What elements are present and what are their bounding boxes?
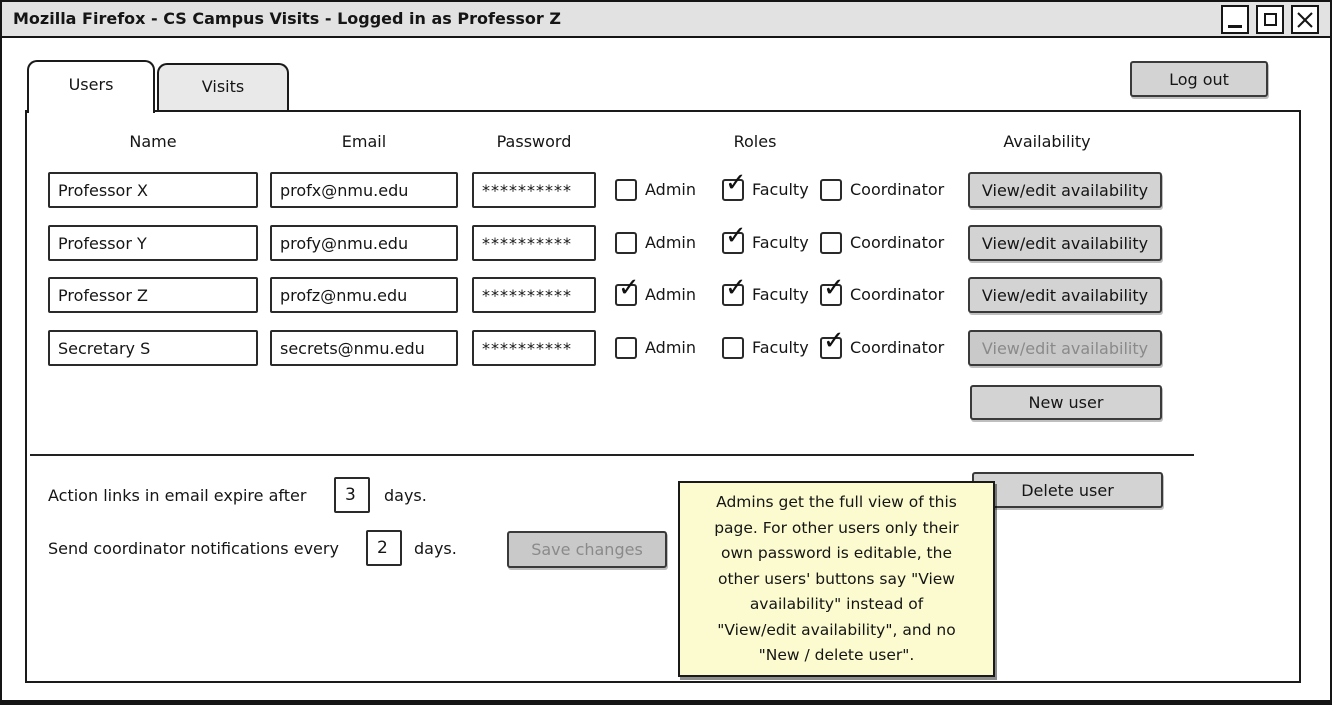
new-user-button[interactable]: New user	[970, 385, 1162, 420]
expire-setting-label: Action links in email expire after	[48, 486, 307, 505]
faculty-checkbox-label: Faculty	[752, 180, 809, 199]
checkmark-icon: ✓	[725, 273, 747, 303]
note-line: availability" instead of	[749, 595, 924, 613]
coordinator-checkbox-label: Coordinator	[850, 180, 945, 199]
notify-setting-suffix: days.	[414, 539, 457, 558]
password-input[interactable]	[472, 277, 596, 313]
expire-setting-suffix: days.	[384, 486, 427, 505]
view-edit-availability-button-disabled[interactable]: View/edit availability	[968, 330, 1162, 366]
annotation-sticky-note: Admins get the full view of this page. F…	[678, 481, 995, 677]
email-input[interactable]	[270, 172, 458, 208]
view-edit-availability-button[interactable]: View/edit availability	[968, 277, 1162, 313]
checkmark-icon: ✓	[725, 221, 747, 251]
note-line: Admins get the full view of this	[716, 493, 957, 511]
column-header-roles: Roles	[733, 132, 777, 151]
admin-checkbox[interactable]	[615, 337, 637, 359]
faculty-checkbox[interactable]	[722, 337, 744, 359]
note-line: "New / delete user".	[758, 646, 915, 664]
name-input[interactable]	[48, 225, 258, 261]
note-line: page. For other users only their	[714, 518, 959, 537]
faculty-checkbox[interactable]: ✓	[722, 275, 747, 306]
checkmark-icon: ✓	[823, 273, 845, 303]
admin-checkbox[interactable]: ✓	[615, 275, 640, 306]
user-row: ✓ Admin ✓ Faculty ✓ Coordinator View/edi…	[0, 275, 1332, 313]
notify-setting-label: Send coordinator notifications every	[48, 539, 339, 558]
name-input[interactable]	[48, 172, 258, 208]
coordinator-checkbox[interactable]: ✓	[820, 328, 845, 359]
notify-days-input[interactable]	[366, 530, 402, 566]
user-row: Admin Faculty ✓ Coordinator View/edit av…	[0, 328, 1332, 366]
save-changes-button[interactable]: Save changes	[507, 531, 667, 568]
coordinator-checkbox-label: Coordinator	[850, 233, 945, 252]
tab-users[interactable]: Users	[27, 60, 155, 113]
email-input[interactable]	[270, 277, 458, 313]
admin-checkbox[interactable]	[615, 232, 637, 254]
faculty-checkbox-label: Faculty	[752, 285, 809, 304]
window-title: Mozilla Firefox - CS Campus Visits - Log…	[13, 9, 561, 28]
password-input[interactable]	[472, 330, 596, 366]
checkmark-icon: ✓	[618, 273, 640, 303]
note-line: other users' buttons say "View	[717, 569, 955, 588]
coordinator-checkbox[interactable]	[820, 179, 842, 201]
close-button[interactable]	[1291, 5, 1319, 34]
note-line: "View/edit availability", and no	[717, 620, 956, 639]
email-input[interactable]	[270, 330, 458, 366]
column-header-name: Name	[129, 132, 177, 151]
window-controls	[1221, 5, 1319, 34]
view-edit-availability-button[interactable]: View/edit availability	[968, 172, 1162, 208]
column-header-email: Email	[341, 132, 387, 151]
password-input[interactable]	[472, 225, 596, 261]
checkmark-icon: ✓	[823, 326, 845, 356]
column-header-password: Password	[496, 132, 572, 151]
expire-days-input[interactable]	[334, 477, 370, 513]
tab-visits[interactable]: Visits	[157, 63, 289, 110]
view-edit-availability-button[interactable]: View/edit availability	[968, 225, 1162, 261]
maximize-button[interactable]	[1256, 5, 1284, 34]
faculty-checkbox-label: Faculty	[752, 338, 809, 357]
faculty-checkbox-label: Faculty	[752, 233, 809, 252]
minimize-button[interactable]	[1221, 5, 1249, 34]
faculty-checkbox[interactable]: ✓	[722, 223, 747, 254]
user-row: Admin ✓ Faculty Coordinator View/edit av…	[0, 170, 1332, 208]
logout-button[interactable]: Log out	[1130, 61, 1268, 97]
title-bar: Mozilla Firefox - CS Campus Visits - Log…	[2, 2, 1330, 38]
minimize-icon	[1228, 25, 1242, 28]
admin-checkbox-label: Admin	[645, 180, 696, 199]
coordinator-checkbox-label: Coordinator	[850, 285, 945, 304]
admin-checkbox[interactable]	[615, 179, 637, 201]
admin-checkbox-label: Admin	[645, 338, 696, 357]
note-line: own password is editable, the	[721, 544, 952, 562]
name-input[interactable]	[48, 277, 258, 313]
section-divider	[30, 454, 1194, 456]
delete-user-button[interactable]: Delete user	[972, 472, 1163, 508]
column-header-availability: Availability	[1003, 132, 1091, 151]
name-input[interactable]	[48, 330, 258, 366]
checkmark-icon: ✓	[725, 168, 747, 198]
maximize-icon	[1263, 13, 1277, 26]
coordinator-checkbox-label: Coordinator	[850, 338, 945, 357]
password-input[interactable]	[472, 172, 596, 208]
admin-checkbox-label: Admin	[645, 233, 696, 252]
user-row: Admin ✓ Faculty Coordinator View/edit av…	[0, 223, 1332, 261]
coordinator-checkbox[interactable]	[820, 232, 842, 254]
faculty-checkbox[interactable]: ✓	[722, 170, 747, 201]
admin-checkbox-label: Admin	[645, 285, 696, 304]
coordinator-checkbox[interactable]: ✓	[820, 275, 845, 306]
close-icon	[1297, 11, 1313, 28]
email-input[interactable]	[270, 225, 458, 261]
